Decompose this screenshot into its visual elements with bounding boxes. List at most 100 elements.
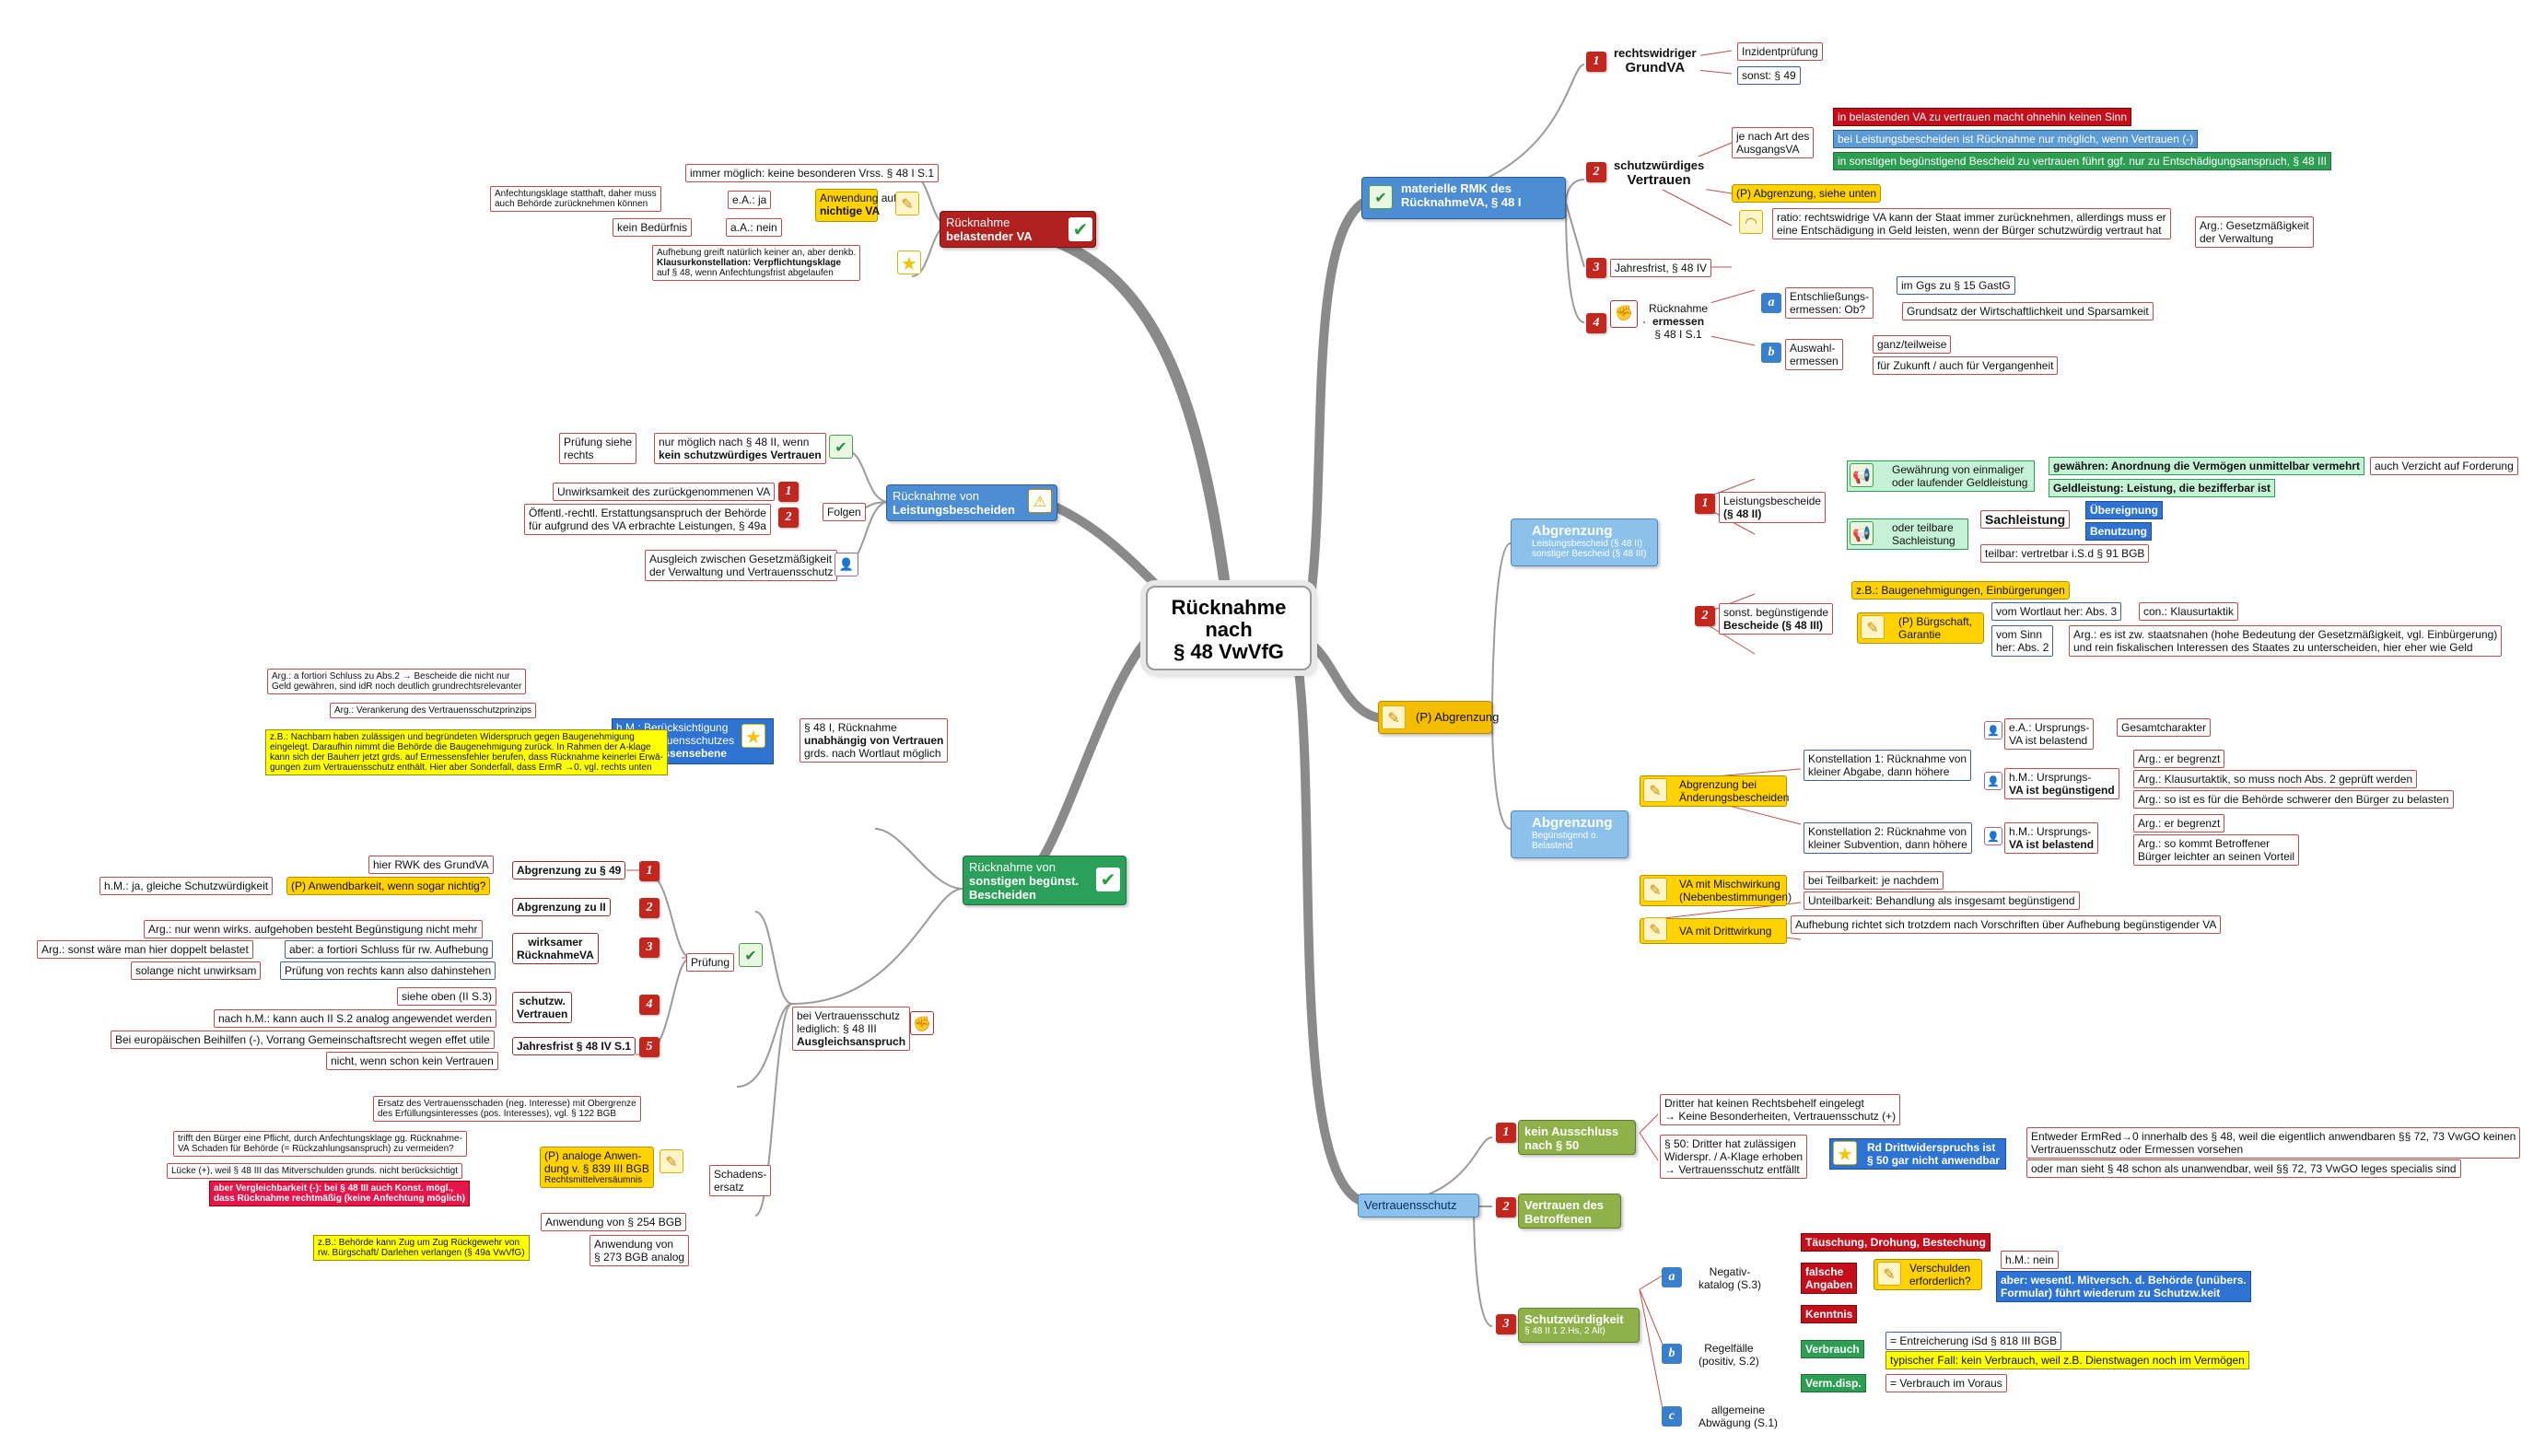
node-hm-beguenstigend[interactable]: h.M.: Ursprungs- VA ist begünstigend xyxy=(2004,768,2119,799)
leaf-entreicherung[interactable]: = Entreicherung iSd § 818 III BGB xyxy=(1885,1332,2062,1350)
leaf-fuer-zukunft[interactable]: für Zukunft / auch für Vergangenheit xyxy=(1873,356,2059,375)
leaf-nur-moeglich[interactable]: nur möglich nach § 48 II, wenn kein schu… xyxy=(654,433,826,464)
leaf-trifft-pflicht[interactable]: trifft den Bürger eine Pflicht, durch An… xyxy=(173,1131,467,1157)
leaf-gesamtcharakter[interactable]: Gesamtcharakter xyxy=(2117,718,2212,737)
leaf-con-klausurtaktik[interactable]: con.: Klausurtaktik xyxy=(2139,602,2239,621)
node-p-anwendbarkeit[interactable]: (P) Anwendbarkeit, wenn sogar nichtig? xyxy=(286,877,491,895)
leaf-taeuschung[interactable]: Täuschung, Drohung, Bestechung xyxy=(1801,1233,1991,1252)
leaf-rwk-grundva[interactable]: hier RWK des GrundVA xyxy=(368,856,494,874)
leaf-aber-mitverschulden[interactable]: aber: wesentl. Mitversch. d. Behörde (un… xyxy=(1996,1271,2251,1302)
note-zb-nachbarn[interactable]: z.B.: Nachbarn haben zulässigen und begr… xyxy=(265,729,668,775)
leaf-im-ggs[interactable]: im Ggs zu § 15 GastG xyxy=(1897,276,2015,295)
node-negativkatalog[interactable]: Negativ- katalog (S.3) xyxy=(1695,1264,1766,1293)
topic-vertrauensschutz[interactable]: Vertrauensschutz xyxy=(1358,1194,1479,1217)
leaf-siehe-oben[interactable]: siehe oben (II S.3) xyxy=(397,987,497,1006)
node-sonst-beguenstigende[interactable]: sonst. begünstigende Bescheide (§ 48 III… xyxy=(1719,603,1834,635)
node-leistungsbescheide[interactable]: Leistungsbescheide (§ 48 II) xyxy=(1719,492,1827,523)
node-abgrenzung-leistung-sonstig[interactable]: Abgrenzung Leistungsbescheid (§ 48 II) s… xyxy=(1511,518,1658,566)
leaf-arg-staatsnah[interactable]: Arg.: es ist zw. staatsnahen (hohe Bedeu… xyxy=(2069,625,2503,657)
central-topic[interactable]: Rücknahme nach § 48 VwVfG xyxy=(1146,586,1312,670)
leaf-anwendung-254[interactable]: Anwendung von § 254 BGB xyxy=(541,1213,687,1231)
node-folgen[interactable]: Folgen xyxy=(823,503,866,521)
leaf-unteilbarkeit[interactable]: Unteilbarkeit: Behandlung als insgesamt … xyxy=(1804,891,2080,910)
leaf-in-belastenden[interactable]: in belastenden VA zu vertrauen macht ohn… xyxy=(1833,108,2131,126)
leaf-ersatz-vertrauensschaden[interactable]: Ersatz des Vertrauensschaden (neg. Inter… xyxy=(373,1096,641,1122)
note-zb-behoerde[interactable]: z.B.: Behörde kann Zug um Zug Rückgewehr… xyxy=(313,1235,530,1261)
node-rechtswidriger-grundva[interactable]: rechtswidriger GrundVA xyxy=(1610,44,1700,77)
note-aber-vergleichbarkeit[interactable]: aber Vergleichbarkeit (-): bei § 48 III … xyxy=(209,1181,471,1206)
node-konstellation-2[interactable]: Konstellation 2: Rücknahme von kleiner S… xyxy=(1804,822,1972,854)
leaf-arg-sonst[interactable]: Arg.: sonst wäre man hier doppelt belast… xyxy=(37,940,253,959)
leaf-ea-ja[interactable]: e.A.: ja xyxy=(728,191,772,209)
leaf-typischer-fall[interactable]: typischer Fall: kein Verbrauch, weil z.B… xyxy=(1885,1351,2249,1369)
leaf-arg-a-fortiori[interactable]: Arg.: a fortiori Schluss zu Abs.2 → Besc… xyxy=(267,669,527,694)
leaf-oder-man-sieht[interactable]: oder man sieht § 48 schon als unanwendba… xyxy=(2026,1159,2461,1178)
leaf-benutzung[interactable]: Benutzung xyxy=(2085,522,2152,541)
node-vermoegensdisposition[interactable]: Verm.disp. xyxy=(1801,1374,1866,1392)
leaf-arg-er-begrenzt[interactable]: Arg.: er begrenzt xyxy=(2133,750,2225,768)
node-regelfaelle[interactable]: Regelfälle (positiv, S.2) xyxy=(1695,1340,1763,1369)
node-sachleistung[interactable]: Sachleistung xyxy=(1980,510,2071,529)
node-jahresfrist[interactable]: Jahresfrist, § 48 IV xyxy=(1610,259,1712,277)
node-p-analoge-anwendung[interactable]: (P) analoge Anwen- dung v. § 839 III BGB… xyxy=(540,1147,654,1188)
leaf-arg-verankerung[interactable]: Arg.: Verankerung des Vertrauensschutzpr… xyxy=(330,703,537,718)
leaf-48-unabhaengig[interactable]: § 48 I, Rücknahme unabhängig von Vertrau… xyxy=(800,718,949,763)
leaf-anwendung-273[interactable]: Anwendung von § 273 BGB analog xyxy=(590,1235,690,1266)
leaf-bei-leistungsbescheiden[interactable]: bei Leistungsbescheiden ist Rücknahme nu… xyxy=(1833,130,2199,148)
leaf-anfechtungsklage[interactable]: Anfechtungsklage statthaft, daher muss a… xyxy=(490,186,661,212)
node-wirksamer-ruecknahmeva[interactable]: wirksamer RücknahmeVA xyxy=(512,933,599,964)
node-abgrenzung-49[interactable]: Abgrenzung zu § 49 xyxy=(512,861,626,879)
leaf-aa-nein[interactable]: a.A.: nein xyxy=(726,218,782,237)
leaf-ganz-teilweise[interactable]: ganz/teilweise xyxy=(1873,335,1952,354)
leaf-geldleistung[interactable]: Geldleistung: Leistung, die bezifferbar … xyxy=(2049,479,2276,497)
leaf-aufhebung-greift[interactable]: Aufhebung greift natürlich keiner an, ab… xyxy=(652,245,861,281)
leaf-erstattungsanspruch[interactable]: Öffentl.-rechtl. Erstattungsanspruch der… xyxy=(524,504,771,535)
leaf-bei-vertrauensschutz[interactable]: bei Vertrauensschutz lediglich: § 48 III… xyxy=(792,1007,911,1051)
node-auswahlermessen[interactable]: Auswahl- ermessen xyxy=(1785,339,1843,370)
leaf-vom-wortlaut[interactable]: vom Wortlaut her: Abs. 3 xyxy=(1991,602,2122,621)
node-hm-belastend[interactable]: h.M.: Ursprungs- VA ist belastend xyxy=(2004,822,2099,854)
leaf-uebereignung[interactable]: Übereignung xyxy=(2085,501,2163,519)
leaf-arg-vorteil[interactable]: Arg.: so kommt Betroffener Bürger leicht… xyxy=(2133,834,2300,866)
node-gewaehrung-geldleistung[interactable]: Gewährung von einmaliger oder laufender … xyxy=(1847,460,2035,492)
node-schutzw-vertrauen[interactable]: schutzw. Vertrauen xyxy=(512,992,573,1023)
leaf-unwirksamkeit[interactable]: Unwirksamkeit des zurückgenommenen VA xyxy=(553,483,776,501)
leaf-arg-nur-wenn[interactable]: Arg.: nur wenn wirks. aufgehoben besteht… xyxy=(144,920,483,938)
node-schutzwuerdiges-vertrauen[interactable]: schutzwürdiges Vertrauen xyxy=(1610,157,1709,190)
node-abgrenzung-beguenstigend-belastend[interactable]: Abgrenzung Begünstigend o. Belastend xyxy=(1511,810,1629,858)
leaf-pruefung-siehe-rechts[interactable]: Prüfung siehe rechts xyxy=(559,433,637,464)
leaf-verbrauch-im-voraus[interactable]: = Verbrauch im Voraus xyxy=(1885,1374,2007,1392)
node-ruecknahmeermessen[interactable]: Rücknahme ermessen § 48 I S.1 xyxy=(1645,300,1712,343)
node-verbrauch[interactable]: Verbrauch xyxy=(1801,1340,1864,1358)
leaf-europaeische-beihilfen[interactable]: Bei europäischen Beihilfen (-), Vorrang … xyxy=(111,1031,495,1049)
leaf-nach-hm-analog[interactable]: nach h.M.: kann auch II S.2 analog angew… xyxy=(214,1009,496,1028)
leaf-arg-klausurtaktik[interactable]: Arg.: Klausurtaktik, so muss noch Abs. 2… xyxy=(2133,770,2418,788)
leaf-hm-ja[interactable]: h.M.: ja, gleiche Schutzwürdigkeit xyxy=(99,877,274,895)
leaf-zb-baugenehmigungen[interactable]: z.B.: Baugenehmigungen, Einbürgerungen xyxy=(1851,581,2070,600)
node-schadensersatz[interactable]: Schadens- ersatz xyxy=(709,1165,772,1196)
leaf-vom-sinn[interactable]: vom Sinn her: Abs. 2 xyxy=(1991,625,2054,657)
leaf-arg-gesetzmaessigkeit[interactable]: Arg.: Gesetzmäßigkeit der Verwaltung xyxy=(2195,216,2314,248)
leaf-hm-nein[interactable]: h.M.: nein xyxy=(2001,1251,2059,1269)
leaf-solange[interactable]: solange nicht unwirksam xyxy=(131,961,262,980)
leaf-arg-er-begrenzt-2[interactable]: Arg.: er begrenzt xyxy=(2133,814,2225,833)
node-entschliessungsermessen[interactable]: Entschließungs- ermessen: Ob? xyxy=(1785,287,1874,319)
leaf-in-sonstigen[interactable]: in sonstigen begünstigend Bescheid zu ve… xyxy=(1833,152,2332,170)
node-ea-belastend[interactable]: e.A.: Ursprungs- VA ist belastend xyxy=(2004,718,2095,750)
node-rd-drittwiderspruch[interactable]: Rd Drittwiderspruchs ist § 50 gar nicht … xyxy=(1829,1138,2006,1170)
leaf-immer-moeglich[interactable]: immer möglich: keine besonderen Vrss. § … xyxy=(685,164,940,182)
leaf-grundsatz-wirtschaftlichkeit[interactable]: Grundsatz der Wirtschaftlichkeit und Spa… xyxy=(1902,302,2154,320)
leaf-aber-a-fortiori[interactable]: aber: a fortiori Schluss für rw. Aufhebu… xyxy=(285,940,494,959)
node-kein-ausschluss-50[interactable]: kein Ausschluss nach § 50 xyxy=(1518,1120,1636,1155)
node-allgemeine-abwaegung[interactable]: allgemeine Abwägung (S.1) xyxy=(1695,1402,1782,1431)
node-pruefung[interactable]: Prüfung xyxy=(686,953,735,972)
leaf-kein-beduerfnis[interactable]: kein Bedürfnis xyxy=(613,218,693,237)
leaf-sonst-49[interactable]: sonst: § 49 xyxy=(1737,66,1801,85)
leaf-je-nach-art[interactable]: je nach Art des AusgangsVA xyxy=(1732,127,1815,158)
node-abgrenzung-ii[interactable]: Abgrenzung zu II xyxy=(512,898,611,916)
leaf-pruefung-rechts[interactable]: Prüfung von rechts kann also dahinstehen xyxy=(280,961,496,980)
leaf-dritter-kein-rechtsbehelf[interactable]: Dritter hat keinen Rechtsbehelf eingeleg… xyxy=(1660,1094,1901,1125)
leaf-inzidentpruefung[interactable]: Inzidentprüfung xyxy=(1737,42,1823,61)
leaf-ausgleich[interactable]: Ausgleich zwischen Gesetzmäßigkeit der V… xyxy=(645,550,838,581)
leaf-gewaehren[interactable]: gewähren: Anordnung die Vermögen unmitte… xyxy=(2049,457,2364,475)
